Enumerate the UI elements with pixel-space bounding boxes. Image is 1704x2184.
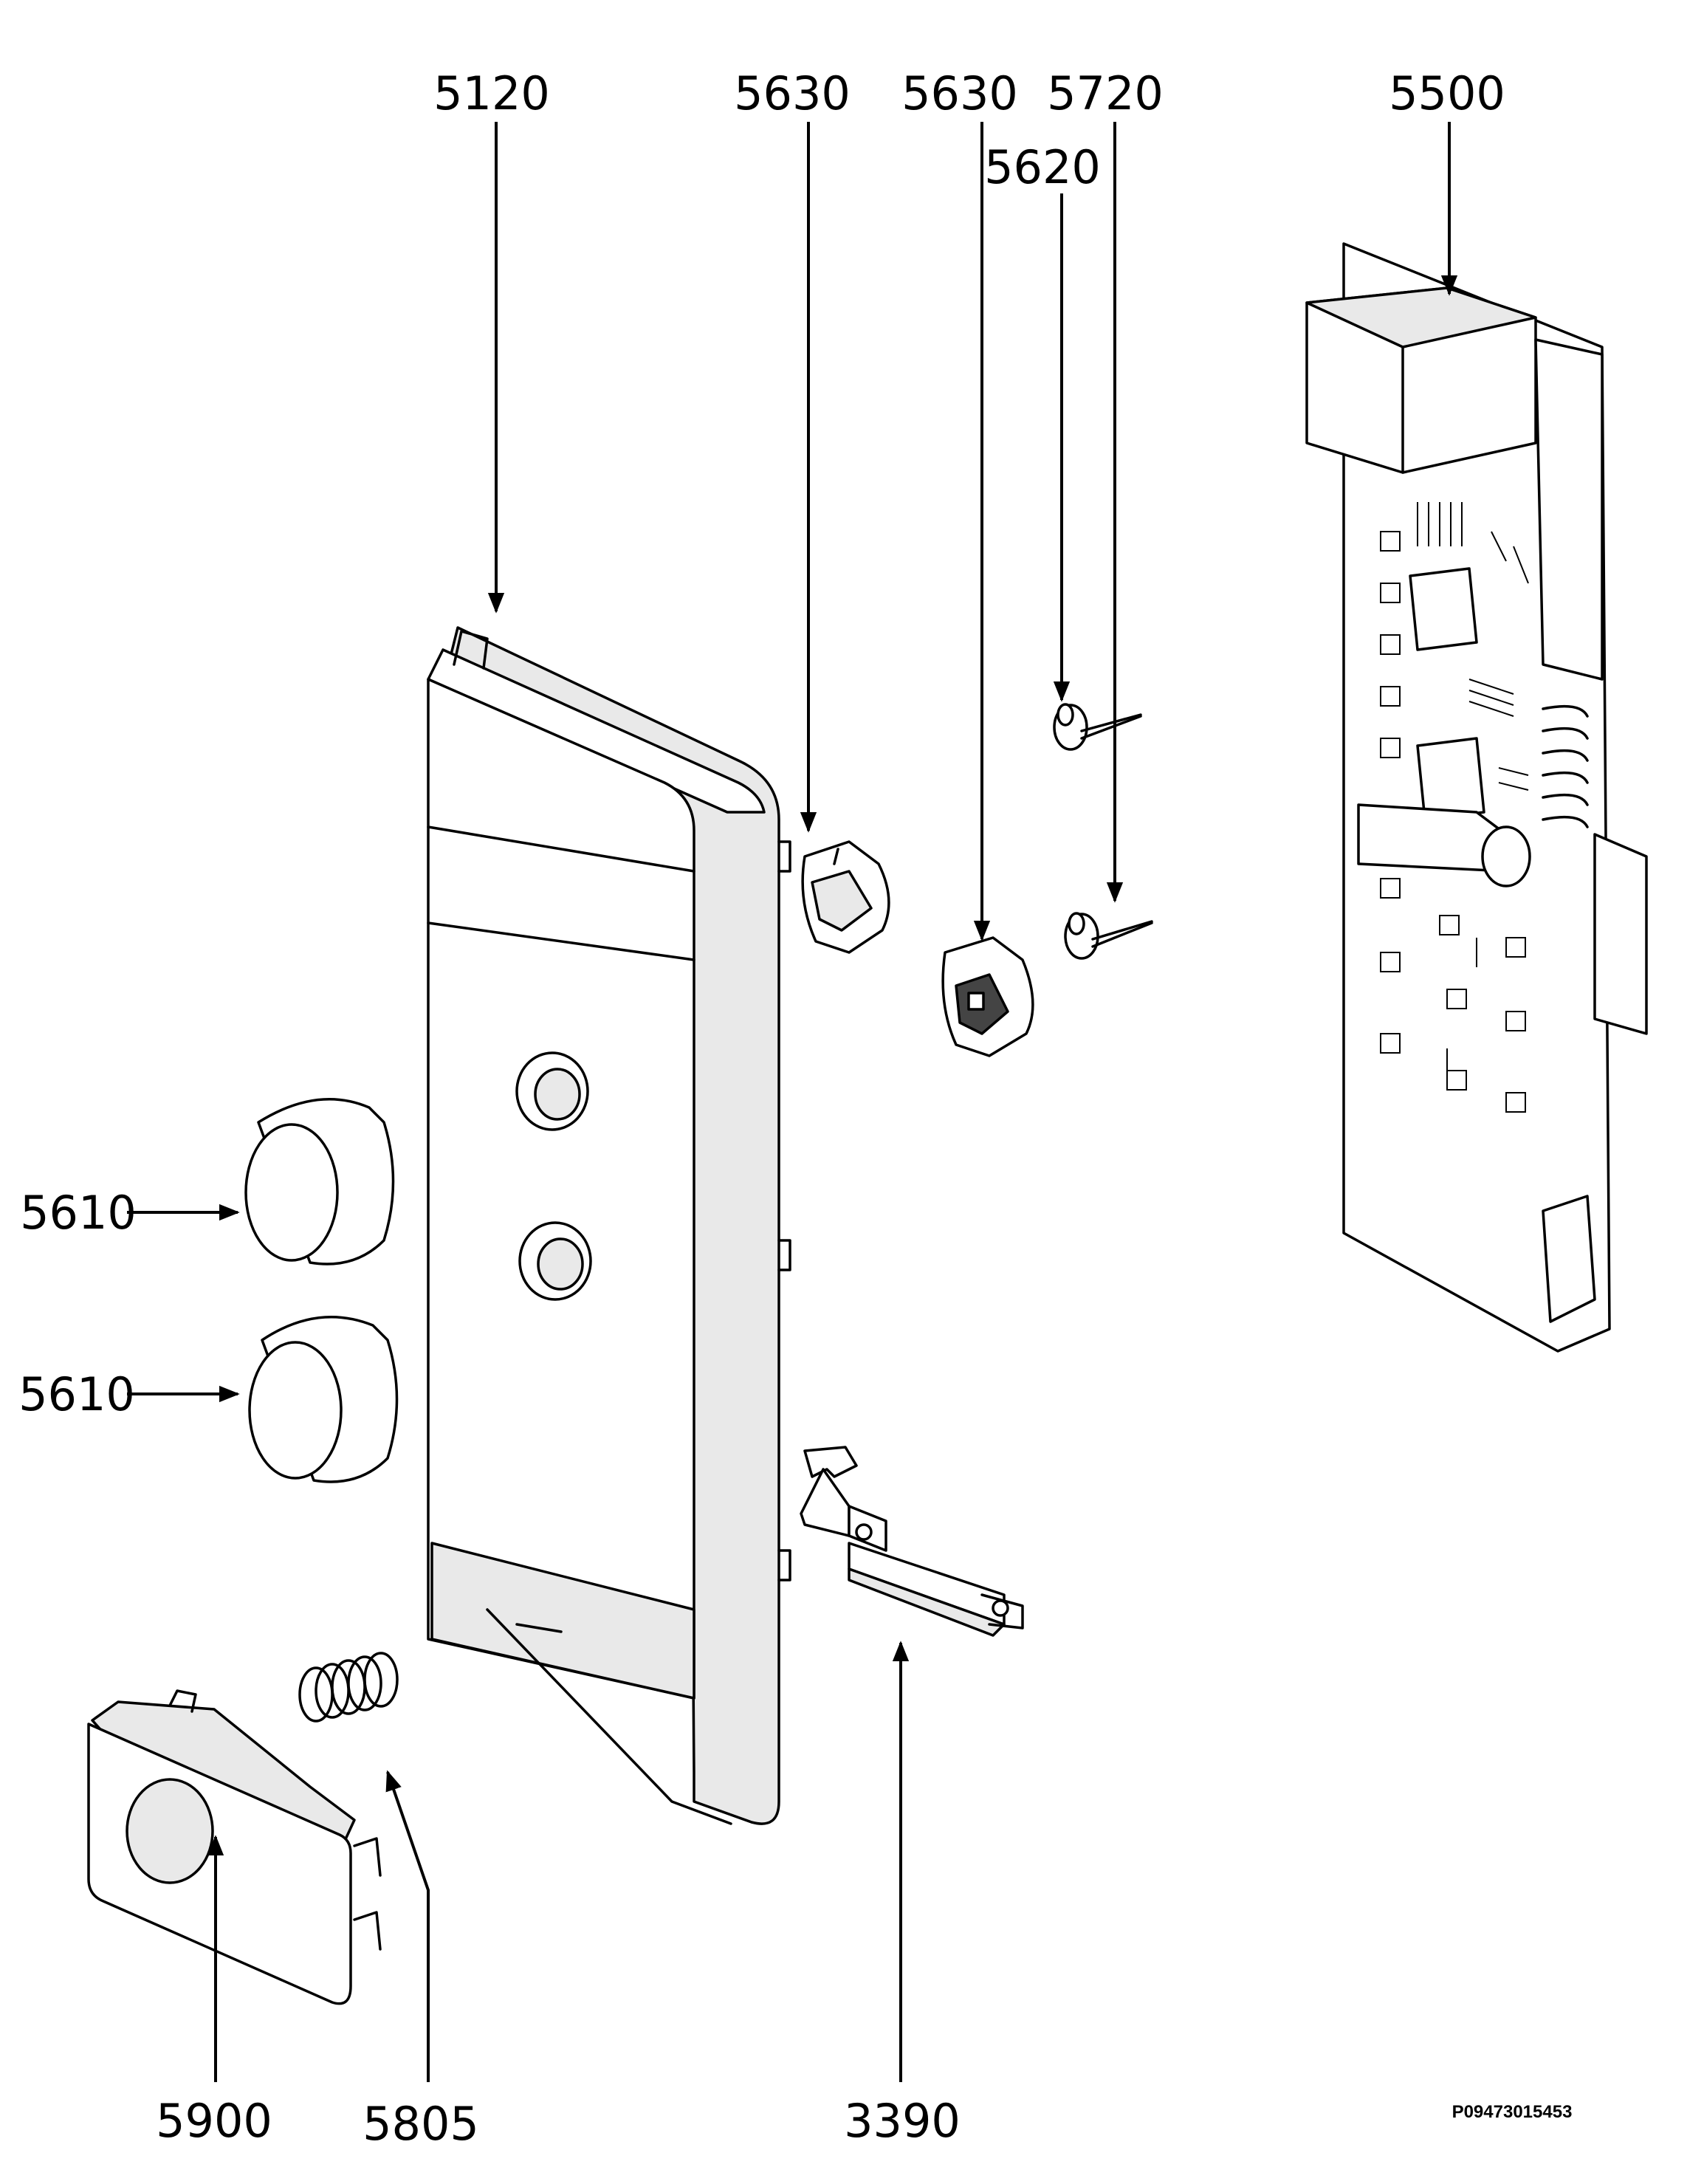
- push-button: [87, 1689, 382, 2005]
- circuit-board-coil: [1542, 704, 1589, 828]
- circuit-board: [1305, 242, 1648, 1353]
- shaft-pin-upper: [1053, 703, 1142, 751]
- callout-label: 5610: [18, 1367, 135, 1421]
- spring: [298, 1652, 399, 1723]
- knob-lower: [248, 1316, 399, 1483]
- callout-label: 5610: [20, 1186, 137, 1240]
- callout-label: 5630: [901, 66, 1018, 120]
- callout-label: 5720: [1047, 66, 1164, 120]
- shaft-pin-lower: [1064, 912, 1153, 960]
- knob-hole-lower: [518, 1221, 592, 1301]
- callout-label: 5120: [433, 66, 550, 120]
- callout-labels: 5120 5630 5630 5720 5620 5500 5610 5610 …: [18, 66, 1572, 2151]
- callout-label: 5630: [734, 66, 851, 120]
- door-lever: [800, 1446, 1024, 1637]
- knob-hole-upper: [515, 1051, 589, 1131]
- callout-label: 5500: [1389, 66, 1505, 120]
- leader-5805: [385, 1770, 430, 2082]
- callout-label: 3390: [844, 2094, 961, 2148]
- drawing-id: P09473015453: [1452, 2102, 1573, 2122]
- control-panel-housing: [427, 626, 791, 1825]
- callout-label: 5805: [363, 2097, 479, 2151]
- leader-lines: [127, 122, 1458, 2082]
- knob-upper: [244, 1098, 395, 1266]
- knob-coupler-upper: [801, 840, 890, 954]
- knob-coupler-lower: [941, 936, 1034, 1057]
- callout-label: 5900: [156, 2094, 272, 2148]
- callout-label: 5620: [984, 140, 1101, 194]
